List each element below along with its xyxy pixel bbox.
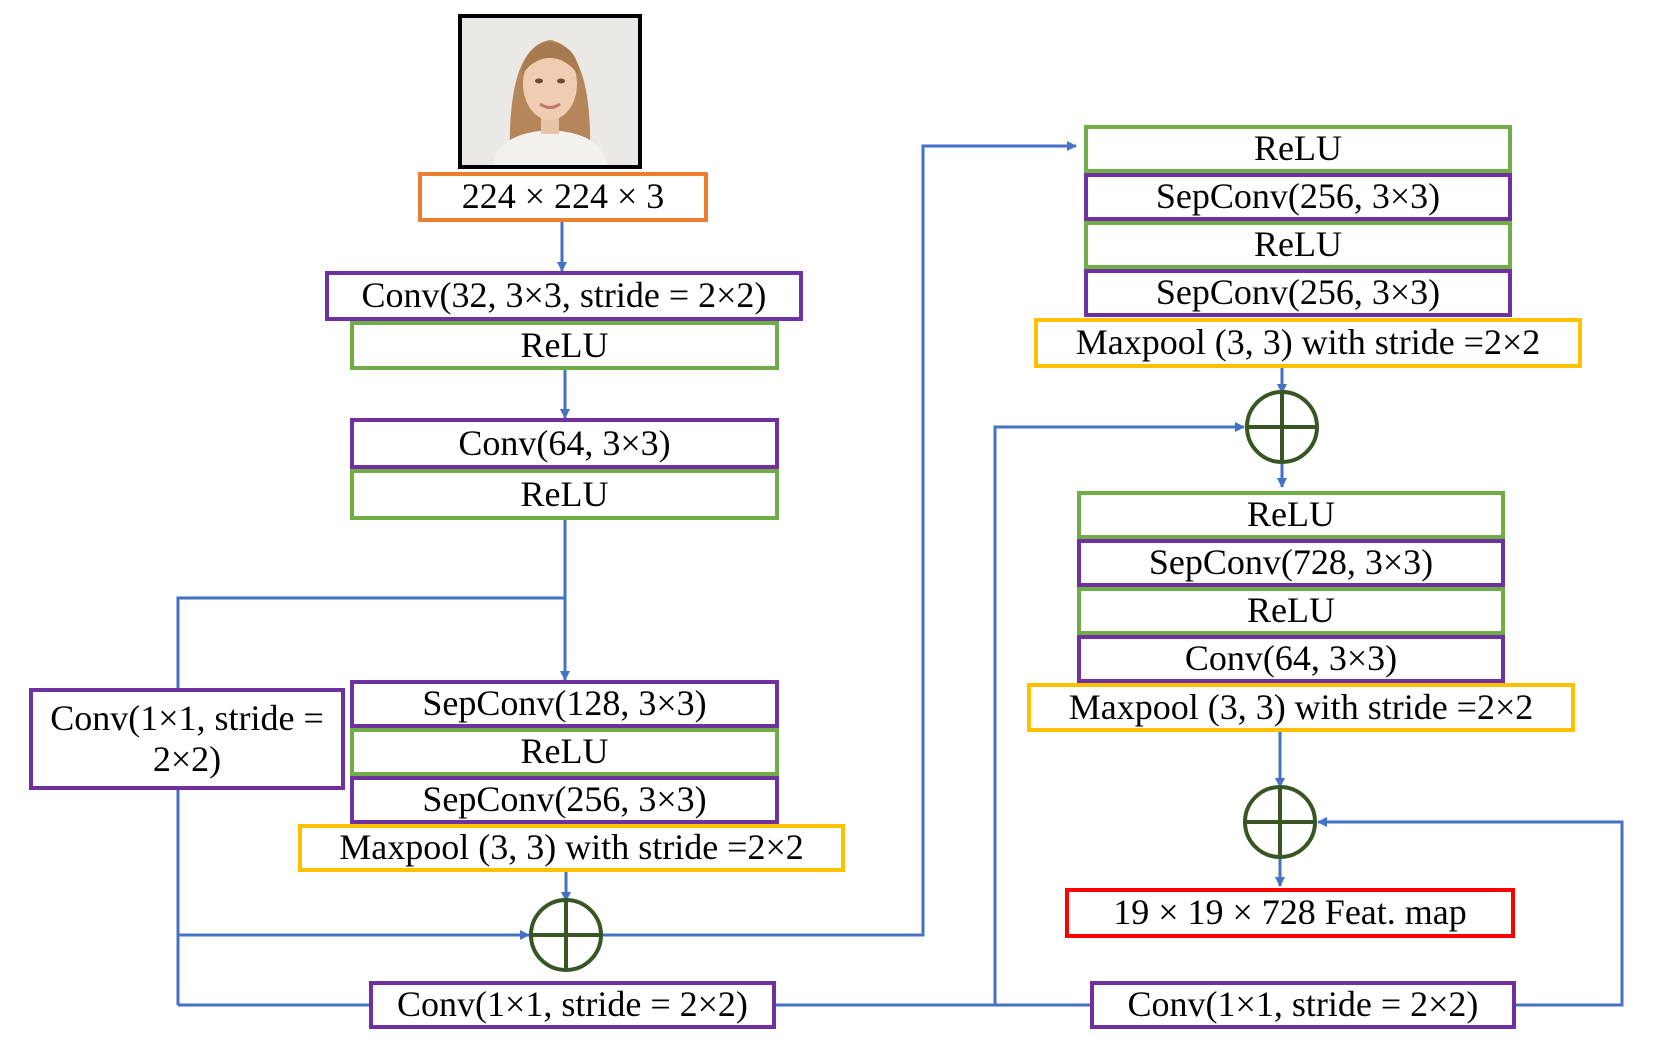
conv-64-label: Conv(64, 3×3) [1184, 638, 1398, 679]
sepconv-256-box-3: SepConv(256, 3×3) [1084, 269, 1512, 317]
arrow-bottom-conv2-to-add3 [1317, 817, 1624, 1007]
add-node-1 [529, 898, 603, 972]
input-size-label: 224 × 224 × 3 [461, 176, 665, 217]
sepconv-256-box: SepConv(256, 3×3) [350, 776, 779, 824]
conv-64-box: Conv(64, 3×3) [350, 418, 779, 469]
add-node-2 [1245, 390, 1319, 464]
sepconv-728-box: SepConv(728, 3×3) [1077, 539, 1505, 587]
add-node-3 [1243, 785, 1317, 859]
conv-64-label: Conv(64, 3×3) [458, 422, 671, 463]
relu-label: ReLU [520, 731, 609, 772]
conv-32-box: Conv(32, 3×3, stride = 2×2) [325, 271, 803, 321]
sepconv-256-label: SepConv(256, 3×3) [1155, 176, 1441, 217]
relu-box-7: ReLU [1077, 587, 1505, 635]
bottom-conv-1x1-box-1: Conv(1×1, stride = 2×2) [369, 981, 776, 1029]
relu-box-5: ReLU [1084, 221, 1512, 269]
output-feature-map-box: 19 × 19 × 728 Feat. map [1065, 888, 1515, 938]
relu-label: ReLU [520, 473, 609, 514]
sepconv-728-label: SepConv(728, 3×3) [1148, 542, 1434, 583]
sepconv-128-label: SepConv(128, 3×3) [422, 683, 707, 724]
bottom-conv-label: Conv(1×1, stride = 2×2) [397, 984, 748, 1025]
relu-box-2: ReLU [350, 469, 779, 520]
arrow-to-add2 [993, 422, 1245, 1005]
arrow-add1-to-block2 [601, 141, 1077, 937]
skip-conv-label: Conv(1×1, stride = 2×2) [50, 697, 324, 779]
input-size-box: 224 × 224 × 3 [418, 172, 708, 222]
relu-box-4: ReLU [1084, 125, 1512, 173]
maxpool-box-2: Maxpool (3, 3) with stride =2×2 [1034, 318, 1582, 368]
skip-conv-1x1-box: Conv(1×1, stride = 2×2) [29, 688, 345, 790]
conv-32-label: Conv(32, 3×3, stride = 2×2) [361, 275, 767, 316]
sepconv-256-label: SepConv(256, 3×3) [422, 779, 707, 820]
relu-label: ReLU [1254, 224, 1342, 265]
sepconv-256-box-2: SepConv(256, 3×3) [1084, 173, 1512, 221]
maxpool-box-1: Maxpool (3, 3) with stride =2×2 [298, 824, 845, 872]
maxpool-label: Maxpool (3, 3) with stride =2×2 [339, 827, 804, 868]
sepconv-128-box: SepConv(128, 3×3) [350, 680, 779, 728]
relu-box-3: ReLU [350, 728, 779, 776]
output-feature-map-label: 19 × 19 × 728 Feat. map [1113, 892, 1467, 933]
maxpool-label: Maxpool (3, 3) with stride =2×2 [1075, 322, 1541, 363]
skip-branch-left [176, 596, 565, 688]
conv-64-box-2: Conv(64, 3×3) [1077, 635, 1505, 683]
maxpool-label: Maxpool (3, 3) with stride =2×2 [1068, 686, 1534, 727]
relu-label: ReLU [1247, 590, 1335, 631]
input-face-image [458, 14, 642, 169]
sepconv-256-label: SepConv(256, 3×3) [1155, 272, 1441, 313]
relu-label: ReLU [1247, 494, 1335, 535]
relu-label: ReLU [1254, 128, 1342, 169]
relu-box-6: ReLU [1077, 491, 1505, 539]
bottom-conv-1x1-box-2: Conv(1×1, stride = 2×2) [1090, 981, 1516, 1029]
bottom-conv-label: Conv(1×1, stride = 2×2) [1127, 984, 1479, 1025]
relu-box-1: ReLU [350, 321, 779, 370]
relu-label: ReLU [520, 324, 609, 365]
maxpool-box-3: Maxpool (3, 3) with stride =2×2 [1027, 683, 1575, 732]
